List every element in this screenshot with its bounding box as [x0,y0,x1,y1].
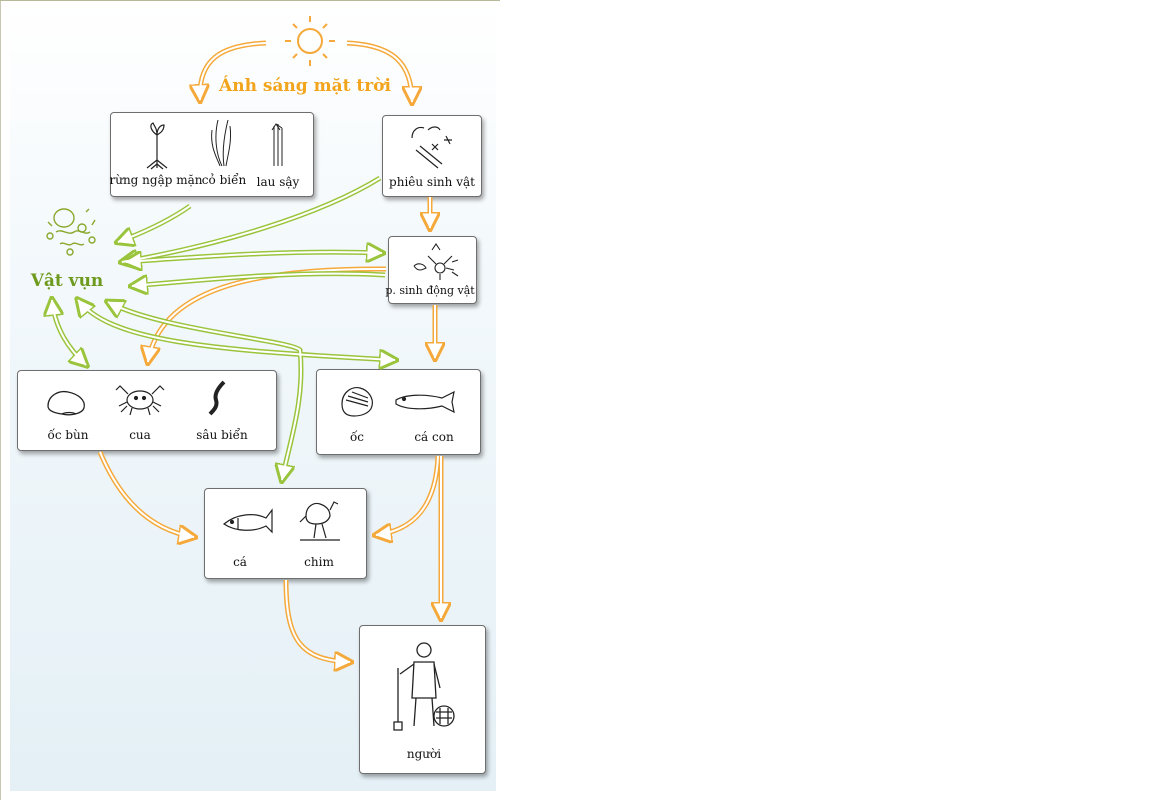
juvenile-fish-label: cá con [414,430,454,444]
detritus-icon [46,208,96,256]
bird-icon [299,501,340,541]
crab-label: cua [129,428,151,442]
mud-snail-label: ốc bùn [47,428,89,442]
snail-label: ốc [349,430,365,444]
zooplankton-box [388,236,477,304]
fish-icon [222,508,273,534]
phytoplankton-icon [411,126,452,169]
mangrove-icon [146,122,168,170]
sun-label: Ánh sáng mặt trời [219,76,391,96]
juvenile-fish-icon [395,390,455,414]
predators-box [204,488,367,579]
reeds-label: lau sậy [256,175,300,189]
detritus-arrows [52,175,395,480]
top-divider [0,0,500,1]
sea-worm-label: sâu biển [196,428,248,442]
reeds-icon [271,123,283,166]
crab-icon [115,385,165,416]
sun-icon [285,16,335,66]
fish-label: cá [233,555,247,569]
phytoplankton-label: phiêu sinh vật [389,175,475,189]
seagrass-label: cỏ biển [201,173,247,187]
human-label: người [406,747,442,761]
mangrove-label: rừng ngập mặn [109,173,203,187]
zooplankton-icon [413,243,459,280]
mud-snail-icon [47,390,85,416]
seagrass-icon [211,119,231,167]
zooplankton-label: p. sinh động vật [385,284,475,297]
human-icon [393,642,455,731]
bird-label: chim [304,555,334,569]
clam-icon [341,387,373,417]
detritus-label: Vật vụn [30,271,104,291]
left-divider [0,0,1,800]
sea-worm-icon [208,380,226,416]
